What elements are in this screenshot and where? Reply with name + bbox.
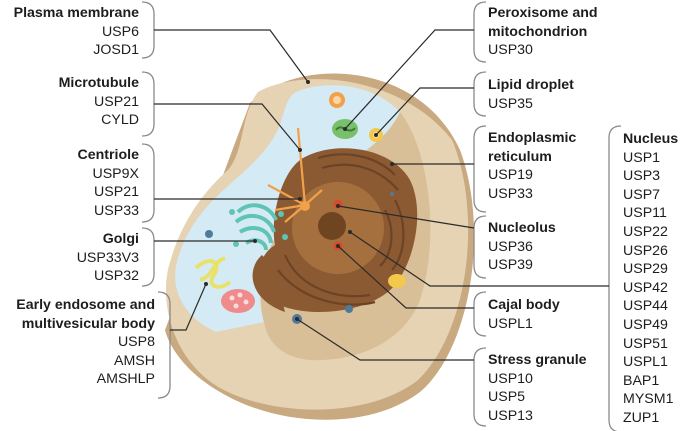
gene: USP5 <box>488 389 526 405</box>
label-title: Nucleus <box>623 131 679 147</box>
mvb-vesicles <box>229 292 249 309</box>
label-plasma-membrane: Plasma membrane USP6 JOSD1 <box>14 4 139 60</box>
label-title: Plasma membrane <box>13 5 139 21</box>
gene: USP42 <box>623 279 668 296</box>
gene: USP11 <box>623 205 667 222</box>
gene: ZUP1 <box>623 409 660 426</box>
gene: USP10 <box>488 370 533 387</box>
label-stress-granule: Stress granule USP10 USP5 USP13 <box>488 351 587 425</box>
gene: MYSM1 <box>623 391 674 408</box>
gene: USP36 <box>488 238 533 255</box>
label-endoplasmic-reticulum: Endoplasmic reticulum USP19 USP33 <box>488 129 576 203</box>
gene: USP21 <box>94 93 139 110</box>
gene: USP26 <box>623 242 668 259</box>
label-nucleus: Nucleus USP1 USP3 USP7 USP11 USP22 USP26… <box>623 130 678 428</box>
label-title: Nucleolus <box>488 220 556 236</box>
gene: USP49 <box>623 316 668 333</box>
centriole <box>300 201 310 211</box>
gene: USP29 <box>623 261 668 278</box>
nucleolus <box>318 212 346 240</box>
gene: USP3 <box>623 168 661 185</box>
label-early-endosome: Early endosome and multivesicular body U… <box>16 296 155 389</box>
gene: USP39 <box>488 257 533 273</box>
gene: USPL1 <box>623 354 668 371</box>
label-title: Golgi <box>102 231 139 247</box>
label-cajal-body: Cajal body USPL1 <box>488 296 560 333</box>
gene: USP9X <box>92 165 139 182</box>
label-title-line1: Early endosome and <box>16 297 155 313</box>
gene: BAP1 <box>623 372 660 389</box>
stress-granule-3 <box>345 305 353 313</box>
gene: USP44 <box>623 298 668 315</box>
label-peroxisome-mitochondrion: Peroxisome and mitochondrion USP30 <box>488 4 598 60</box>
label-title: Centriole <box>77 147 140 163</box>
label-title-line1: Peroxisome and <box>488 5 598 21</box>
gene: CYLD <box>101 112 139 128</box>
early-endosome <box>194 256 232 289</box>
label-lipid-droplet: Lipid droplet USP35 <box>488 76 574 113</box>
lipid-droplet-2 <box>388 274 406 288</box>
golgi-apparatus <box>234 203 278 251</box>
gene: USP13 <box>488 407 533 424</box>
golgi-vesicles <box>229 209 288 247</box>
gene: USP32 <box>94 268 139 284</box>
gene: USP35 <box>488 95 533 112</box>
gene: USP7 <box>623 186 661 203</box>
label-golgi: Golgi USP33V3 USP32 <box>77 230 139 286</box>
label-title: Stress granule <box>488 352 587 368</box>
er-folds <box>277 153 405 306</box>
gene: USP33 <box>94 202 139 219</box>
peroxisome-core <box>333 96 341 104</box>
gene: USP30 <box>488 42 533 58</box>
gene: USPL1 <box>488 315 533 332</box>
gene: JOSD1 <box>93 42 139 58</box>
leader-lines <box>154 29 609 361</box>
stress-granule-2 <box>205 230 213 238</box>
leader-dots <box>204 80 394 321</box>
gene: USP21 <box>94 184 139 200</box>
gene: USP19 <box>488 167 533 183</box>
label-microtubule: Microtubule USP21 CYLD <box>59 74 139 130</box>
gene: USP33 <box>488 185 533 202</box>
gene: AMSHLP <box>96 371 155 387</box>
multivesicular-body <box>221 289 255 313</box>
label-title: Lipid droplet <box>488 77 574 93</box>
label-title: Microtubule <box>58 75 139 91</box>
gene: AMSH <box>114 352 155 369</box>
label-nucleolus: Nucleolus USP36 USP39 <box>488 219 556 275</box>
label-centriole: Centriole USP9X USP21 USP33 <box>78 146 140 220</box>
label-title-line2: mitochondrion <box>488 23 588 40</box>
gene: USP6 <box>101 23 139 40</box>
label-title: Cajal body <box>488 297 560 313</box>
gene: USP22 <box>623 223 668 240</box>
gene: USP51 <box>623 335 668 352</box>
gene: USP33V3 <box>76 249 139 266</box>
label-title-line2: reticulum <box>488 148 552 165</box>
stress-granule-4 <box>390 192 394 196</box>
label-title-line1: Endoplasmic <box>488 130 577 146</box>
label-title-line2: multivesicular body <box>21 315 155 332</box>
gene: USP8 <box>117 334 155 350</box>
gene: USP1 <box>623 149 661 166</box>
